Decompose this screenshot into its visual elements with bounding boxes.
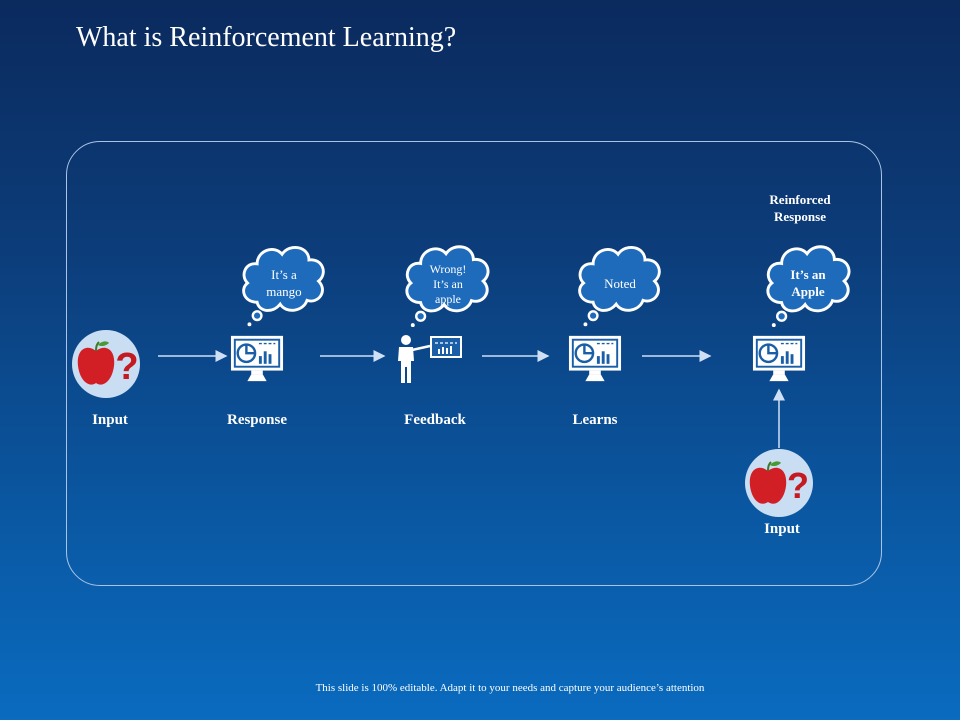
input-circle: ?: [745, 449, 813, 517]
svg-text:?: ?: [115, 346, 138, 388]
slide-title: What is Reinforcement Learning?: [76, 22, 457, 53]
monitor-chart-icon: [752, 334, 806, 383]
reinforced-response-heading: Reinforced Response: [769, 192, 831, 224]
cloud-text-feedback: Wrong! It’s an apple: [429, 262, 467, 306]
cloud-text-reinforced: It’s an Apple: [790, 267, 826, 299]
step-label-input: Input: [92, 412, 128, 428]
presenter-board-icon: [396, 334, 464, 385]
monitor-chart-icon: [230, 334, 284, 383]
diagram-frame: [66, 141, 882, 586]
cloud-text-response: It’s a mango: [266, 267, 302, 299]
step-label-feedback: Feedback: [404, 412, 466, 428]
cloud-text-learns: Noted: [604, 276, 636, 291]
monitor-chart-icon: [568, 334, 622, 383]
svg-text:?: ?: [787, 465, 809, 506]
step-label-learns: Learns: [572, 412, 618, 428]
step-label-input-2: Input: [764, 521, 800, 537]
step-label-response: Response: [226, 412, 287, 428]
input-circle: ?: [72, 330, 140, 398]
slide-footer: This slide is 100% editable. Adapt it to…: [315, 682, 705, 694]
